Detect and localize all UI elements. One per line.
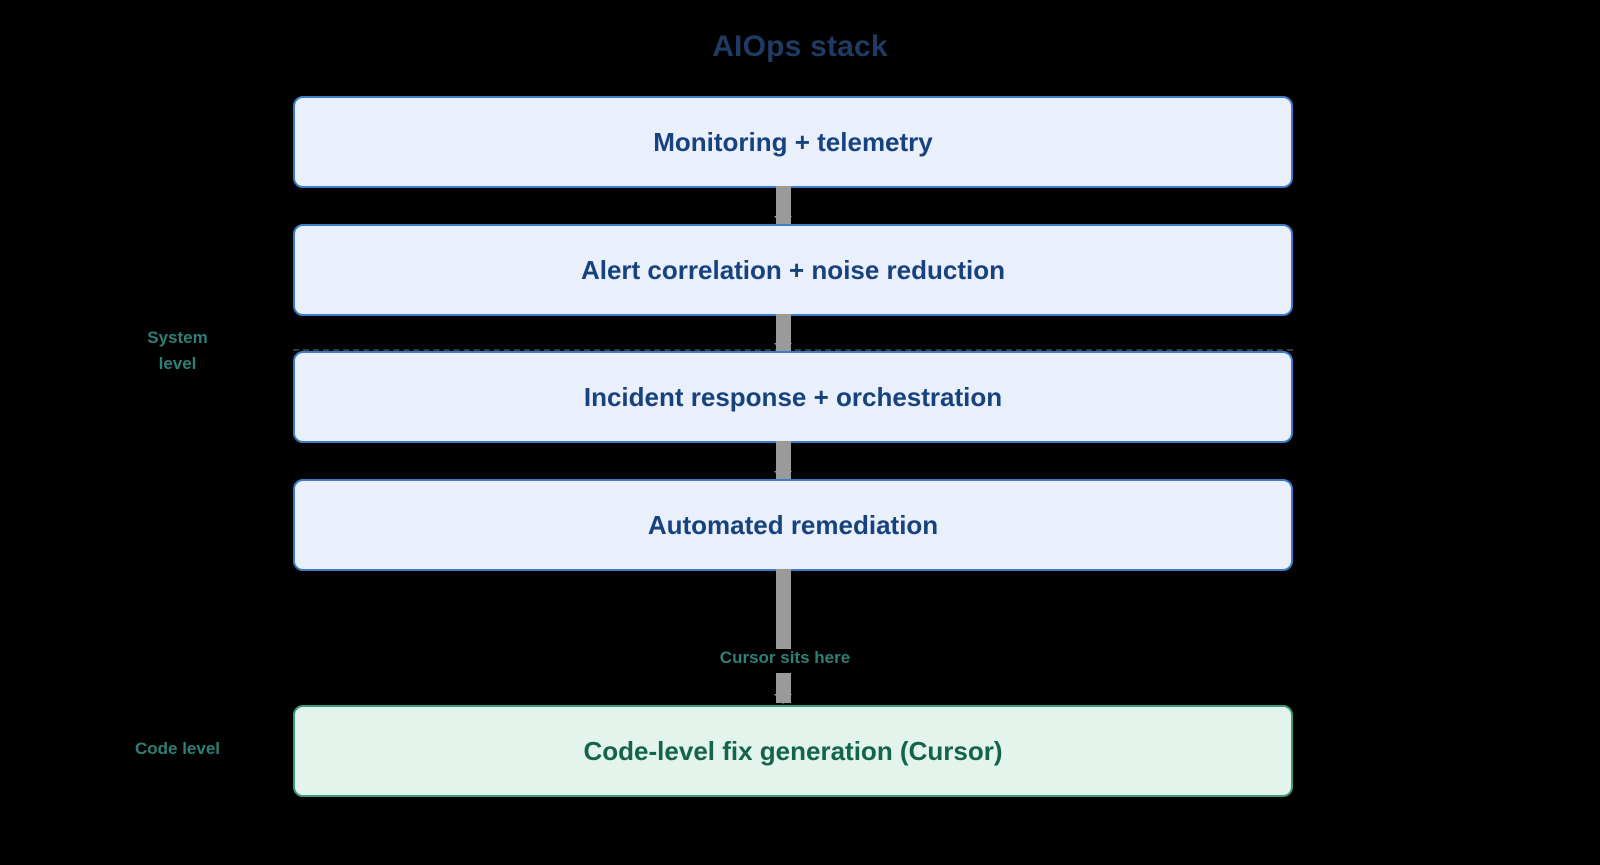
stage-label-remediation: Automated remediation [647, 509, 939, 540]
stage-label-codefix: Code-level fix generation (Cursor) [583, 735, 1003, 766]
stage-label-correlation: Alert correlation + noise reduction [580, 254, 1006, 285]
connector-4-upper [776, 569, 791, 649]
arrowhead-4 [774, 694, 792, 704]
arrowhead-3 [774, 471, 792, 481]
cursor-sits-here-note: Cursor sits here [719, 648, 851, 667]
stage-box-incident[interactable]: Incident response + orchestration [293, 351, 1293, 443]
stage-box-correlation[interactable]: Alert correlation + noise reduction [293, 224, 1293, 316]
tier-label-system: System level [147, 328, 208, 374]
arrowhead-1 [774, 216, 792, 226]
stage-box-codefix[interactable]: Code-level fix generation (Cursor) [293, 705, 1293, 797]
arrowhead-2 [774, 343, 792, 353]
stage-label-monitoring: Monitoring + telemetry [653, 126, 933, 157]
tier-label-code: Code level [134, 739, 221, 758]
stage-label-incident: Incident response + orchestration [583, 381, 1003, 412]
stage-box-remediation[interactable]: Automated remediation [293, 479, 1293, 571]
tier-divider [293, 349, 1293, 351]
page-title: AIOps stack [712, 30, 888, 63]
stage-box-monitoring[interactable]: Monitoring + telemetry [293, 96, 1293, 188]
